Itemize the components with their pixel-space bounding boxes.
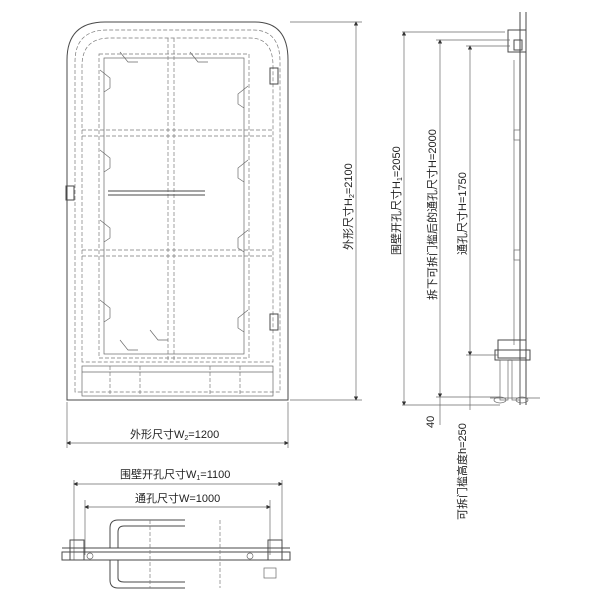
hinge-top (269, 67, 279, 85)
clear-width-label: 通孔尺寸W=1000 (135, 491, 220, 505)
door-inner-frame (74, 29, 281, 393)
outer-height-label: 外形尺寸H2=2100 (341, 163, 356, 250)
wall-opening-height-label: 围壁开孔尺寸H1=2050 (389, 146, 404, 255)
door-clamps (99, 51, 249, 351)
threshold-height-label: 可拆门槛高度h=250 (455, 423, 469, 520)
outer-width-label: 外形尺寸W2=1200 (130, 427, 219, 442)
side-view (490, 12, 540, 405)
plan-view (61, 480, 291, 589)
door-leaf (81, 37, 274, 363)
front-elevation (65, 21, 289, 401)
door-outer-frame (66, 21, 289, 401)
hinge-bottom (269, 313, 279, 331)
clear-height-label: 通孔尺寸H=1750 (455, 172, 469, 255)
removable-threshold (81, 365, 274, 397)
wall-opening-width-label: 围壁开孔尺寸W1=1100 (120, 467, 230, 482)
removable-frame-height-label: 拆下可拆门槛后的通孔尺寸H=2000 (425, 129, 439, 300)
threshold-offset-label: 40 (425, 416, 437, 428)
